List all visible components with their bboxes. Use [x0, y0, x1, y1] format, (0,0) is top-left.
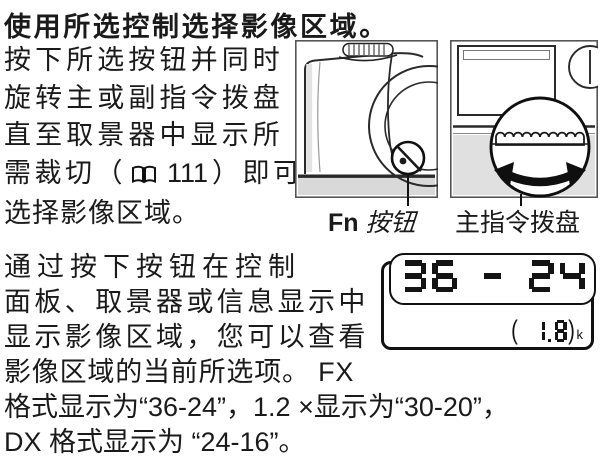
body-line: 通过按下按钮在控制 [4, 252, 301, 282]
camera-front-illustration [295, 40, 438, 198]
main-command-dial-icon [491, 131, 589, 146]
book-icon [130, 158, 158, 196]
intro-line: 旋转主或副指令拨盘 [4, 82, 284, 113]
image-area-value-digits [401, 260, 594, 292]
body-line: 影像区域的当前所选项。 FX [4, 357, 355, 387]
fn-button-caption: Fn 按钮 [328, 203, 416, 239]
intro-line: 按下所选按钮并同时 [4, 45, 284, 75]
fn-button-word: 按钮 [365, 209, 416, 237]
fn-callout-leader-line [407, 174, 410, 206]
counter-close-bracket: ) [567, 315, 575, 345]
dial-callout-leader-line [520, 194, 523, 206]
main-dial-callout-circle [489, 96, 591, 198]
lens-mount-inner [384, 81, 438, 171]
intro-ref-post: ）即可 [212, 157, 304, 188]
counter-unit: k [576, 327, 584, 342]
intro-line: 直至取景器中显示所 [4, 120, 284, 150]
body-line: DX 格式显示为 “24-16”。 [4, 427, 306, 457]
body-line: 面板、取景器或信息显示中 [4, 287, 369, 317]
intro-line: 选择影像区域。 [4, 198, 200, 228]
counter-open-bracket: ( [511, 315, 519, 345]
exposure-counter: ( ) k [510, 315, 584, 345]
page-reference-number: 111 [167, 157, 209, 188]
lens-mount-outer [368, 65, 438, 187]
intro-line-page-ref: 需裁切（ 111）即可 [4, 155, 304, 196]
diopter-dial-icon [568, 45, 598, 89]
body-line: 显示影像区域，您可以查看 [4, 322, 369, 352]
body-line: 格式显示为“36-24”，1.2 ×显示为“30-20”， [4, 392, 509, 422]
image-area-display-highlight [389, 253, 596, 305]
main-dial-caption: 主指令拨盘 [455, 209, 581, 237]
fn-label: Fn [328, 209, 359, 237]
intro-ref-pre: 需裁切（ [4, 157, 126, 188]
fn-button-icon [399, 157, 407, 165]
intro-paragraph: 按下所选按钮并同时 旋转主或副指令拨盘 直至取景器中显示所 需裁切（ 111）即可… [4, 42, 304, 233]
counter-value-digits [533, 320, 567, 342]
rotate-arrow-icon [494, 162, 586, 187]
page-heading: 使用所选控制选择影像区域。 [4, 12, 389, 42]
camera-back-illustration [450, 40, 598, 198]
